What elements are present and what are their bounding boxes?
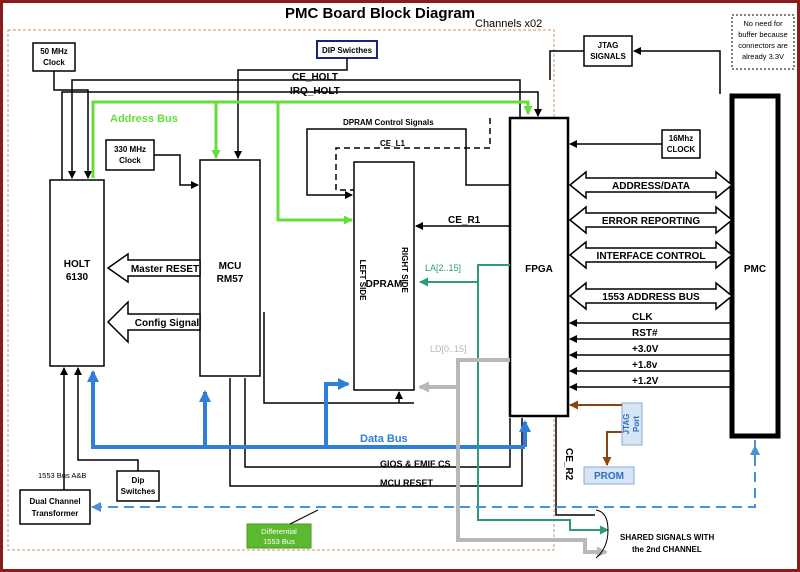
holt-label-2: 6130 <box>66 272 89 283</box>
pmc-lines <box>569 319 732 391</box>
ce-holt-label: CE_HOLT <box>292 72 338 83</box>
transformer-label-1: Dual Channel <box>29 497 80 506</box>
pmc-bus-1553-address: 1553 ADDRESS BUS <box>602 292 700 303</box>
pmc-bus-interface-control: INTERFACE CONTROL <box>597 251 706 262</box>
ld-bus <box>418 358 608 558</box>
pmc-line-1v2: +1.2V <box>632 376 659 387</box>
clock-16mhz-label-2: CLOCK <box>667 145 696 154</box>
control-lines <box>53 47 721 516</box>
jtag-port-label-2: Port <box>632 416 641 432</box>
clock-50mhz-block <box>32 42 76 72</box>
holt-6130-block <box>49 179 105 367</box>
mcu-reset-label: MCU RESET <box>380 478 434 488</box>
dip-switches-bottom-block <box>116 470 160 502</box>
address-bus <box>91 100 533 225</box>
clock-50mhz-label-1: 50 MHz <box>40 47 68 56</box>
dip-bottom-label-1: Dip <box>132 476 145 485</box>
pmc-line-3v: +3.0V <box>632 344 659 355</box>
jtag-port-block <box>621 402 643 446</box>
diagram-title: PMC Board Block Diagram <box>285 5 475 22</box>
pmc-line-1v8: +1.8v <box>632 360 658 371</box>
pmc-bus-error-reporting: ERROR REPORTING <box>602 216 701 227</box>
buffer-note-2: buffer because <box>738 30 787 39</box>
pmc-line-rst: RST# <box>632 328 658 339</box>
buffer-note-3: connectors are <box>738 41 788 50</box>
ce-r2-label: CE_R2 <box>563 448 574 481</box>
jtag-port-label-1: JTAG <box>622 414 631 435</box>
holt-label-1: HOLT <box>64 259 90 270</box>
la-label: LA[2..15] <box>425 263 461 273</box>
differential-label-2: 1553 Bus <box>263 537 295 546</box>
mcu-rm57-block <box>199 159 261 377</box>
prom-block <box>583 466 635 485</box>
jtag-signals-label-1: JTAG <box>598 41 619 50</box>
channels-label: Channels x02 <box>475 18 542 30</box>
jtag-port-lines <box>569 400 622 466</box>
ce-l1-label: CE_L1 <box>380 139 405 148</box>
fpga-label: FPGA <box>525 264 553 275</box>
dpram-block <box>353 161 415 391</box>
shared-signals-label-1: SHARED SIGNALS WITH <box>620 533 714 542</box>
ce-l1-line <box>335 118 491 191</box>
master-reset-label: Master RESET <box>131 264 199 275</box>
buffer-note-1: No need for <box>743 19 783 28</box>
clock-330mhz-block <box>105 139 155 171</box>
pmc-line-clk: CLK <box>632 312 653 323</box>
buffer-note-4: already 3.3V <box>742 52 784 61</box>
mcu-label-2: RM57 <box>217 274 244 285</box>
irq-holt-label: IRQ_HOLT <box>290 86 340 97</box>
differential-label-1: Differential <box>261 527 297 536</box>
clock-16mhz-label-1: 16Mhz <box>669 134 693 143</box>
jtag-signals-label-2: SIGNALS <box>590 52 626 61</box>
dpram-right-side: RIGHT SIDE <box>400 247 409 293</box>
gios-label: GIOS & EMIF CS <box>380 459 451 469</box>
config-signal-label: Config Signal <box>135 318 200 329</box>
pmc-bus-address-data: ADDRESS/DATA <box>612 181 690 192</box>
dpram-label: DPRAM <box>366 279 403 290</box>
transformer-label-2: Transformer <box>32 509 79 518</box>
buffer-note-box <box>731 14 795 70</box>
la-bus <box>419 264 609 535</box>
clock-50mhz-label-2: Clock <box>43 58 65 67</box>
fpga-block <box>508 116 570 418</box>
pmc-bus-arrows <box>568 170 734 311</box>
address-bus-label: Address Bus <box>110 113 178 125</box>
clock-330mhz-label-1: 330 MHz <box>114 145 146 154</box>
prom-label: PROM <box>594 471 624 482</box>
master-reset-arrow <box>106 252 201 284</box>
ld-label: LD[0..15] <box>430 344 467 354</box>
mcu-label-1: MCU <box>219 261 242 272</box>
differential-pointer <box>289 509 319 525</box>
config-signal-arrow <box>106 300 201 344</box>
transformer-block <box>19 489 91 525</box>
clock-330mhz-label-2: Clock <box>119 156 141 165</box>
ce-r1-label: CE_R1 <box>448 215 481 226</box>
shared-signals-brace <box>595 509 609 559</box>
data-bus-label: Data Bus <box>360 433 408 445</box>
dpram-control-label: DPRAM Control Signals <box>343 118 434 127</box>
pmc-label: PMC <box>744 264 766 275</box>
shared-signals-label-2: the 2nd CHANNEL <box>632 545 702 554</box>
dpram-left-side: LEFT SIDE <box>358 260 367 302</box>
differential-bus-block <box>246 523 312 549</box>
pmc-transformer-dashed <box>91 440 756 512</box>
dip-bottom-label-2: Switches <box>121 487 156 496</box>
dip-switches-top-label: DIP Swicthes <box>322 46 373 55</box>
bus-ab-label: 1553 Bus A&B <box>38 471 86 480</box>
pmc-block <box>729 93 781 439</box>
data-bus <box>87 370 531 449</box>
